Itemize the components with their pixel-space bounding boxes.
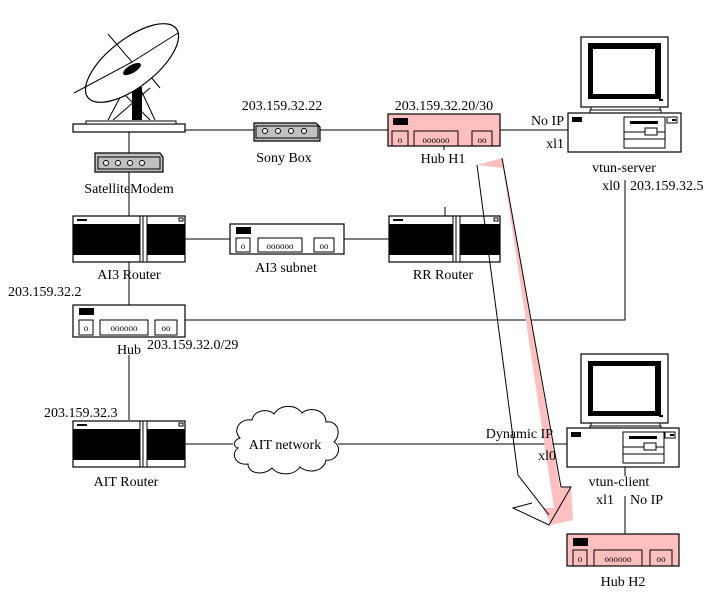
hub-h1-port-b: oooooo [423, 135, 451, 145]
edge-hub-vtunserver [185, 180, 626, 321]
hub-h2-port-a: o [578, 554, 583, 564]
ai3-router-icon[interactable] [72, 215, 186, 263]
vtun-server-xl0: xl0 [602, 179, 620, 194]
hub-h2-label: Hub H2 [601, 575, 646, 590]
vtun-client-label: vtun-client [589, 475, 650, 490]
ait-router-icon[interactable] [72, 420, 186, 468]
satellite-modem-icon[interactable] [94, 152, 164, 173]
sony-box-label: Sony Box [256, 151, 312, 166]
hub-h2-icon[interactable]: o oooooo oo [566, 533, 680, 567]
vtun-server-xl1: xl1 [546, 137, 564, 152]
rr-router-label: RR Router [413, 268, 474, 283]
vtun-server-xl0-ip: 203.159.32.5 [630, 179, 704, 194]
hub-ip: 203.159.32.2 [8, 285, 82, 300]
ait-router-label: AIT Router [94, 475, 159, 490]
ai3-subnet-port-b: oooooo [267, 241, 295, 251]
hub-port-a: o [84, 323, 89, 333]
satellite-modem-label: SatelliteModem [84, 182, 174, 197]
vtun-client-xl1-ip: No IP [630, 493, 663, 508]
tunnel-arrow-icon [476, 157, 573, 526]
hub-label: Hub [117, 343, 141, 358]
connections [128, 129, 626, 534]
hub-h1-port-a: o [398, 135, 403, 145]
satellite-dish-icon[interactable] [72, 10, 191, 133]
hub-h2-port-c: oo [657, 554, 667, 564]
vtun-client-xl0-ip: Dynamic IP [486, 427, 553, 442]
hub-h1-port-c: oo [478, 135, 488, 145]
ai3-subnet-port-c: oo [320, 241, 330, 251]
vtun-client-icon[interactable] [566, 353, 680, 468]
ait-router-ip: 203.159.32.3 [44, 406, 118, 421]
vtun-server-icon[interactable] [567, 36, 682, 153]
hub-icon[interactable]: o oooooo oo [72, 304, 186, 338]
ai3-subnet-icon[interactable]: o oooooo oo [229, 223, 345, 255]
hub-subnet: 203.159.32.0/29 [147, 338, 238, 353]
hub-port-c: oo [162, 323, 172, 333]
cloud-icon[interactable] [233, 405, 339, 475]
hub-h1-ip: 203.159.32.20/30 [395, 99, 493, 114]
vtun-client-xl0: xl0 [538, 449, 556, 464]
rr-router-icon[interactable] [388, 215, 501, 263]
sony-box-ip: 203.159.32.22 [242, 99, 323, 114]
ai3-subnet-port-a: o [241, 241, 246, 251]
ai3-router-label: AI3 Router [97, 268, 161, 283]
ait-network-label: AIT network [249, 438, 321, 453]
ai3-subnet-label: AI3 subnet [255, 261, 317, 276]
sony-box-icon[interactable] [253, 122, 321, 142]
hub-port-b: oooooo [111, 323, 139, 333]
vtun-server-label: vtun-server [592, 161, 656, 176]
vtun-server-xl1-ip: No IP [531, 114, 564, 129]
hub-h2-port-b: oooooo [605, 554, 633, 564]
vtun-client-xl1: xl1 [596, 493, 614, 508]
hub-h1-label: Hub H1 [421, 152, 466, 167]
hub-h1-icon[interactable]: o oooooo oo [387, 113, 501, 147]
